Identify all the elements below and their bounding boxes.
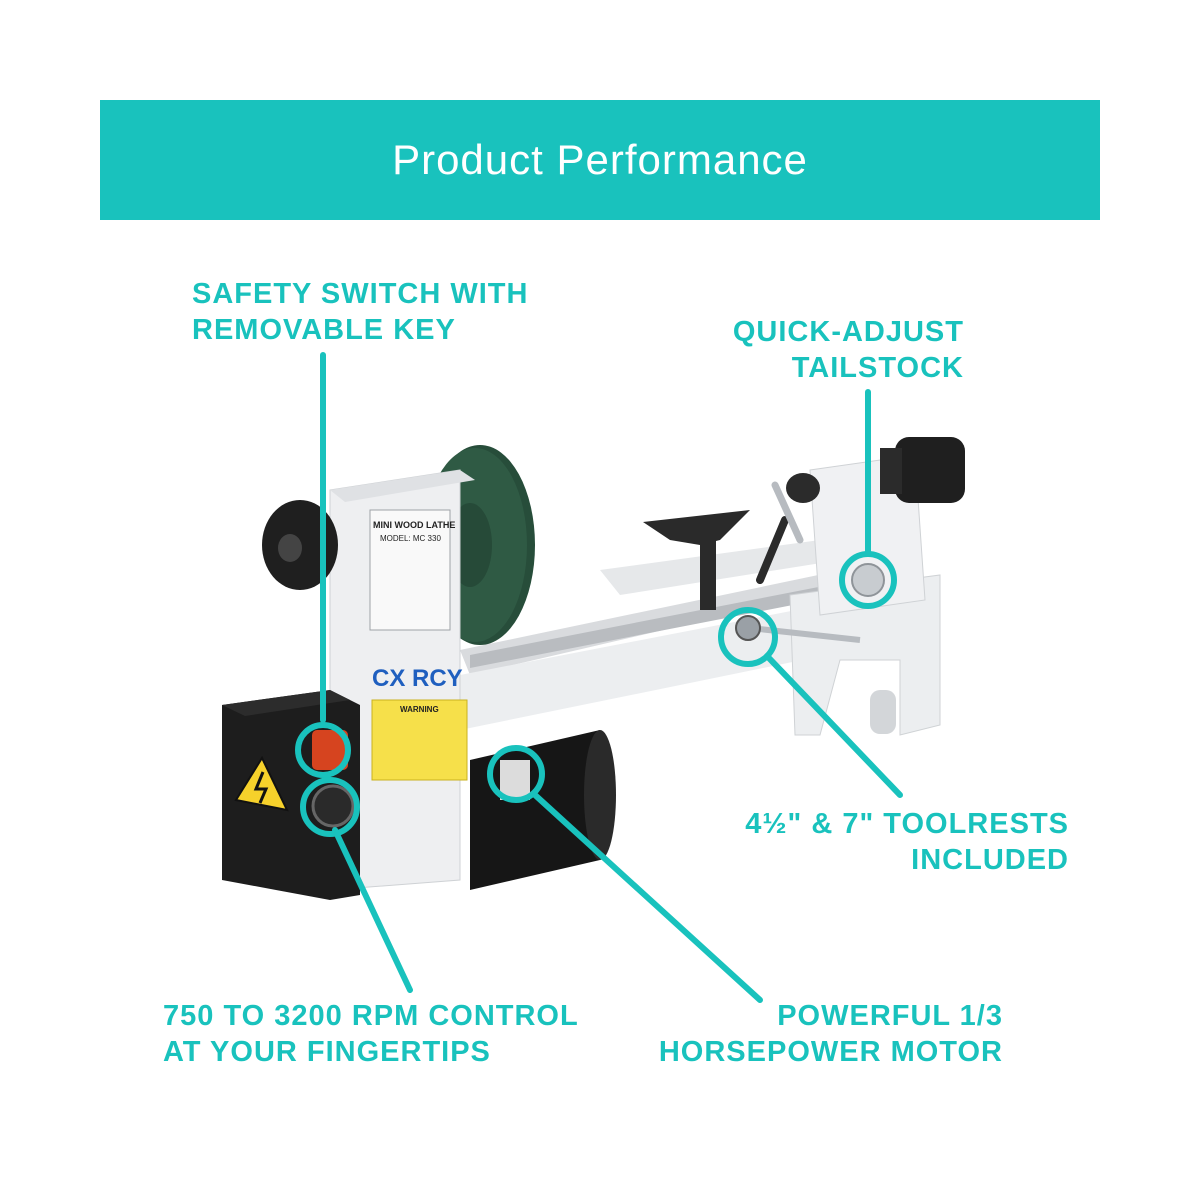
- callout-rpm-line1: 750 TO 3200 RPM CONTROL: [163, 1000, 579, 1032]
- callout-tailstock: QUICK-ADJUST TAILSTOCK: [733, 314, 964, 386]
- callout-motor: POWERFUL 1/3 HORSEPOWER MOTOR: [659, 998, 1003, 1070]
- page-title: Product Performance: [392, 136, 808, 183]
- leader-rpm: [332, 827, 413, 993]
- electric-hazard-icon: [234, 755, 289, 812]
- safety-switch-icon: [312, 730, 348, 770]
- callout-toolrests-line2: INCLUDED: [911, 844, 1069, 876]
- highlight-tailstock: [839, 551, 897, 609]
- header-banner: Product Performance: [100, 100, 1100, 220]
- callout-toolrests: 4½" & 7" TOOLRESTS INCLUDED: [745, 806, 1069, 878]
- plate-title: MINI WOOD LATHE: [373, 520, 455, 530]
- leader-toolrest: [764, 653, 903, 798]
- highlight-speed-dial: [300, 777, 360, 837]
- speed-dial-icon: [311, 784, 355, 828]
- callout-safety-switch: SAFETY SWITCH WITH REMOVABLE KEY: [192, 276, 528, 348]
- lathe-bed: [460, 560, 900, 730]
- highlight-toolrest: [718, 607, 778, 667]
- callout-toolrests-line1: 4½" & 7" TOOLRESTS: [745, 808, 1069, 840]
- callout-safety-line2: REMOVABLE KEY: [192, 314, 456, 346]
- switch-box: [222, 690, 360, 900]
- callout-motor-line2: HORSEPOWER MOTOR: [658, 1036, 1003, 1068]
- motor: [470, 730, 616, 890]
- tailstock-stand: [600, 540, 941, 736]
- highlight-motor: [487, 745, 545, 803]
- tool-rest: [643, 481, 861, 643]
- callout-leaders: [295, 352, 903, 1003]
- warning-label: WARNING: [400, 705, 439, 714]
- highlight-safety-switch: [295, 722, 351, 778]
- headstock: MINI WOOD LATHE MODEL: MC 330 CX RCY WAR…: [262, 469, 475, 891]
- callout-motor-line1: POWERFUL 1/3: [777, 1000, 1003, 1032]
- callout-rpm-control: 750 TO 3200 RPM CONTROL AT YOUR FINGERTI…: [163, 998, 579, 1070]
- callout-rpm-line2: AT YOUR FINGERTIPS: [163, 1036, 491, 1068]
- brand-logo: CX RCY: [372, 665, 463, 692]
- plate-model: MODEL: MC 330: [380, 534, 441, 543]
- callout-tailstock-line1: QUICK-ADJUST: [732, 316, 964, 348]
- callout-tailstock-line2: TAILSTOCK: [791, 352, 964, 384]
- leader-motor: [532, 792, 763, 1003]
- callout-safety-line1: SAFETY SWITCH WITH: [192, 278, 529, 310]
